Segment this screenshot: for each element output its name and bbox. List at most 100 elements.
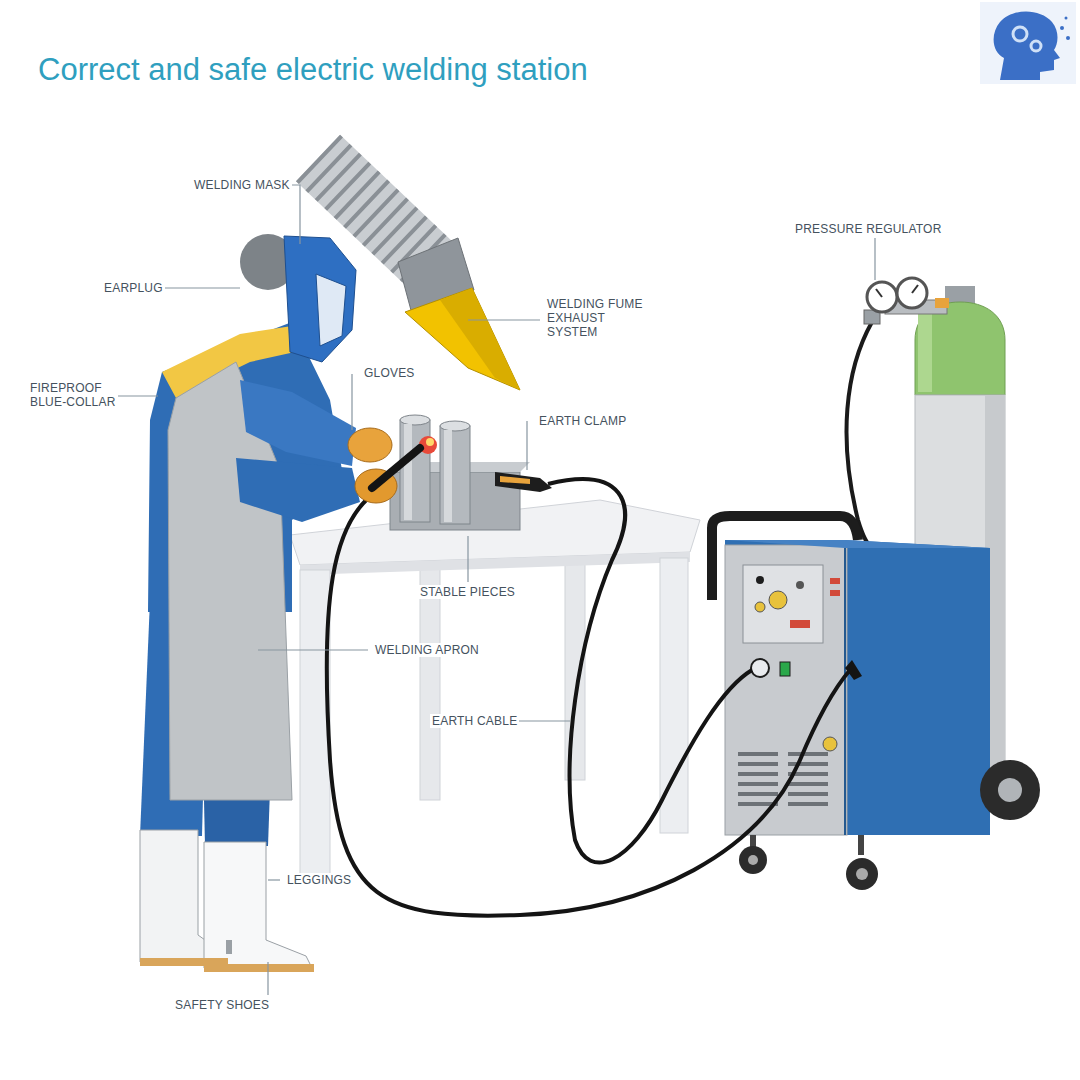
- welder-figure: [204, 842, 312, 968]
- welding-machine: [856, 868, 868, 880]
- leader-lines: [467, 536, 468, 582]
- welding-machine: [748, 855, 758, 865]
- welder-figure: [348, 428, 392, 462]
- welding-machine: [858, 835, 864, 855]
- welding-machine: [738, 772, 778, 776]
- leader-lines: [874, 238, 875, 280]
- logo: [980, 2, 1076, 84]
- part-label: EARTH CABLE: [430, 714, 519, 728]
- welding-machine: [712, 516, 1040, 890]
- welding-machine: [738, 782, 778, 786]
- welding-machine: [725, 540, 990, 835]
- pressure-regulator: [876, 289, 882, 297]
- leader-lines: [164, 287, 240, 288]
- work-table: [290, 500, 700, 880]
- welding-machine: [830, 590, 840, 596]
- leader-lines: [104, 185, 875, 995]
- earth-clamp: [495, 472, 552, 492]
- welding-machine: [743, 565, 823, 643]
- welding-machine: [846, 858, 878, 890]
- logo: [1060, 26, 1064, 30]
- logo: [1031, 41, 1041, 51]
- logo: [994, 12, 1060, 81]
- welder-figure: [240, 380, 356, 466]
- part-label: PRESSURE REGULATOR: [793, 222, 944, 236]
- welder-figure: [316, 274, 346, 346]
- welding-machine: [755, 602, 765, 612]
- welding-machine: [790, 620, 810, 628]
- pressure-regulator: [912, 285, 918, 293]
- welding-machine: [788, 792, 828, 796]
- welder-figure: [226, 940, 232, 954]
- welding-machine: [823, 737, 837, 751]
- work-table: [300, 570, 330, 880]
- welding-machine: [844, 548, 846, 835]
- workpieces: [400, 415, 430, 425]
- pressure-regulator: [864, 278, 949, 324]
- workpieces: [440, 421, 470, 431]
- cables: [327, 492, 850, 916]
- part-label: SAFETY SHOES: [173, 998, 271, 1012]
- welder-figure: [236, 458, 360, 522]
- part-label: WELDING FUME EXHAUST SYSTEM: [545, 297, 653, 339]
- leader-lines: [526, 421, 527, 470]
- cables: [845, 660, 862, 680]
- leader-lines: [351, 374, 352, 430]
- logo: [1013, 27, 1027, 41]
- welding-machine: [751, 659, 769, 677]
- workpieces: [404, 424, 412, 520]
- part-label: STABLE PIECES: [418, 585, 517, 599]
- welding-machine: [830, 578, 840, 584]
- welding-machine: [788, 782, 828, 786]
- pressure-regulator: [897, 278, 927, 308]
- welding-machine: [788, 762, 828, 766]
- leader-lines: [516, 720, 570, 721]
- part-label: GLOVES: [362, 366, 417, 380]
- work-table: [420, 540, 440, 800]
- workpieces: [390, 415, 530, 530]
- fume-exhaust: [405, 288, 520, 390]
- welding-machine: [756, 576, 764, 584]
- cables: [327, 479, 862, 915]
- welder-figure: [140, 234, 420, 972]
- welding-machine: [725, 545, 847, 835]
- welding-machine: [739, 846, 767, 874]
- welder-figure: [204, 964, 314, 972]
- logo: [980, 2, 1076, 84]
- welding-machine: [738, 752, 778, 756]
- workpieces: [400, 420, 430, 522]
- pressure-regulator: [935, 298, 949, 308]
- welding-machine: [788, 752, 828, 756]
- earth-clamp: [495, 472, 552, 492]
- work-table: [300, 552, 690, 575]
- part-label: LEGGINGS: [285, 873, 353, 887]
- fume-exhaust: [440, 288, 520, 390]
- pressure-regulator: [867, 282, 897, 312]
- leader-lines: [286, 185, 300, 244]
- logo: [1065, 17, 1068, 20]
- welding-machine: [796, 581, 804, 589]
- welding-machine: [738, 792, 778, 796]
- welding-machine: [780, 662, 790, 676]
- welding-machine: [738, 752, 828, 806]
- welding-machine: [738, 762, 778, 766]
- logo: [1066, 36, 1070, 40]
- workpieces: [426, 438, 434, 446]
- welding-machine: [998, 778, 1022, 802]
- welder-figure: [284, 236, 356, 362]
- welder-figure: [372, 448, 420, 488]
- workpieces: [440, 426, 470, 524]
- welding-machine: [788, 802, 828, 806]
- part-label: EARTH CLAMP: [537, 414, 628, 428]
- diagram-title: Correct and safe electric welding statio…: [38, 52, 588, 88]
- leader-lines: [258, 649, 368, 650]
- leader-lines: [268, 879, 280, 880]
- part-label: FIREPROOF BLUE-COLLAR: [28, 381, 118, 409]
- part-label: EARPLUG: [102, 281, 165, 295]
- workpieces: [444, 430, 452, 522]
- gas-cylinder: [915, 302, 1005, 395]
- cables: [548, 479, 752, 862]
- leader-lines: [468, 319, 540, 320]
